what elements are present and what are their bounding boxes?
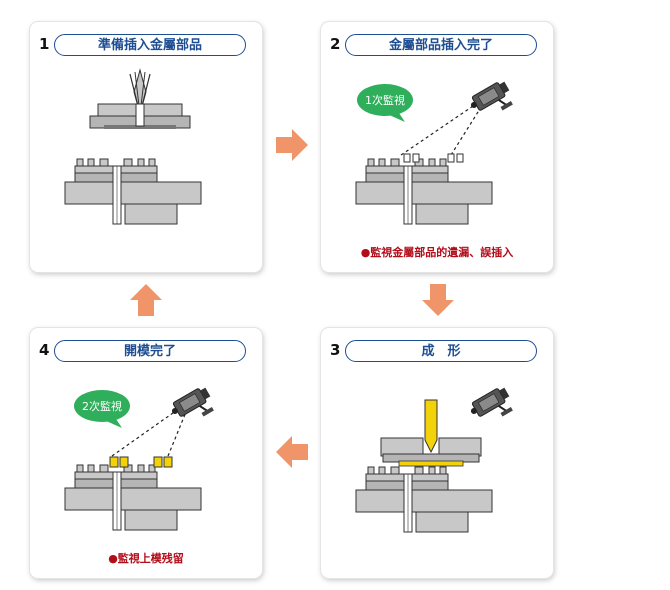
camera-icon [466, 78, 518, 124]
step-panel-1: 1 準備插入金屬部品 [30, 22, 262, 272]
arrow-right-icon [276, 129, 308, 161]
monitor-bubble: 2次監視 [82, 399, 122, 413]
step-title: 金屬部品插入完了 [345, 34, 537, 56]
step-title: 成 形 [345, 340, 537, 362]
mold-illustration: 1次監視 [355, 78, 518, 225]
step-note: ●監視金屬部品的遺漏、誤插入 [360, 246, 514, 259]
mold-illustration: 2次監視 [64, 384, 219, 531]
arrow-up-icon [130, 284, 162, 316]
camera-icon [167, 384, 219, 430]
step-panel-3: 3 成 形 [321, 328, 553, 578]
monitor-bubble: 1次監視 [365, 93, 405, 107]
step-number: 1 [39, 35, 50, 53]
step-title: 開模完了 [54, 340, 246, 362]
mold-illustration [64, 68, 202, 225]
mold-illustration [355, 384, 518, 533]
camera-icon [466, 384, 518, 430]
step-number: 3 [330, 341, 341, 359]
step-panel-2: 2 金屬部品插入完了 1次監視 ●監視金屬部品的遺漏、誤插入 [321, 22, 553, 272]
step-title: 準備插入金屬部品 [54, 34, 246, 56]
arrow-down-icon [422, 284, 454, 316]
step-number: 4 [39, 341, 50, 359]
arrow-left-icon [276, 436, 308, 468]
step-note: ●監視上模残留 [108, 552, 184, 565]
step-panel-4: 4 開模完了 2次監視 ●監視上模残留 [30, 328, 262, 578]
step-number: 2 [330, 35, 341, 53]
